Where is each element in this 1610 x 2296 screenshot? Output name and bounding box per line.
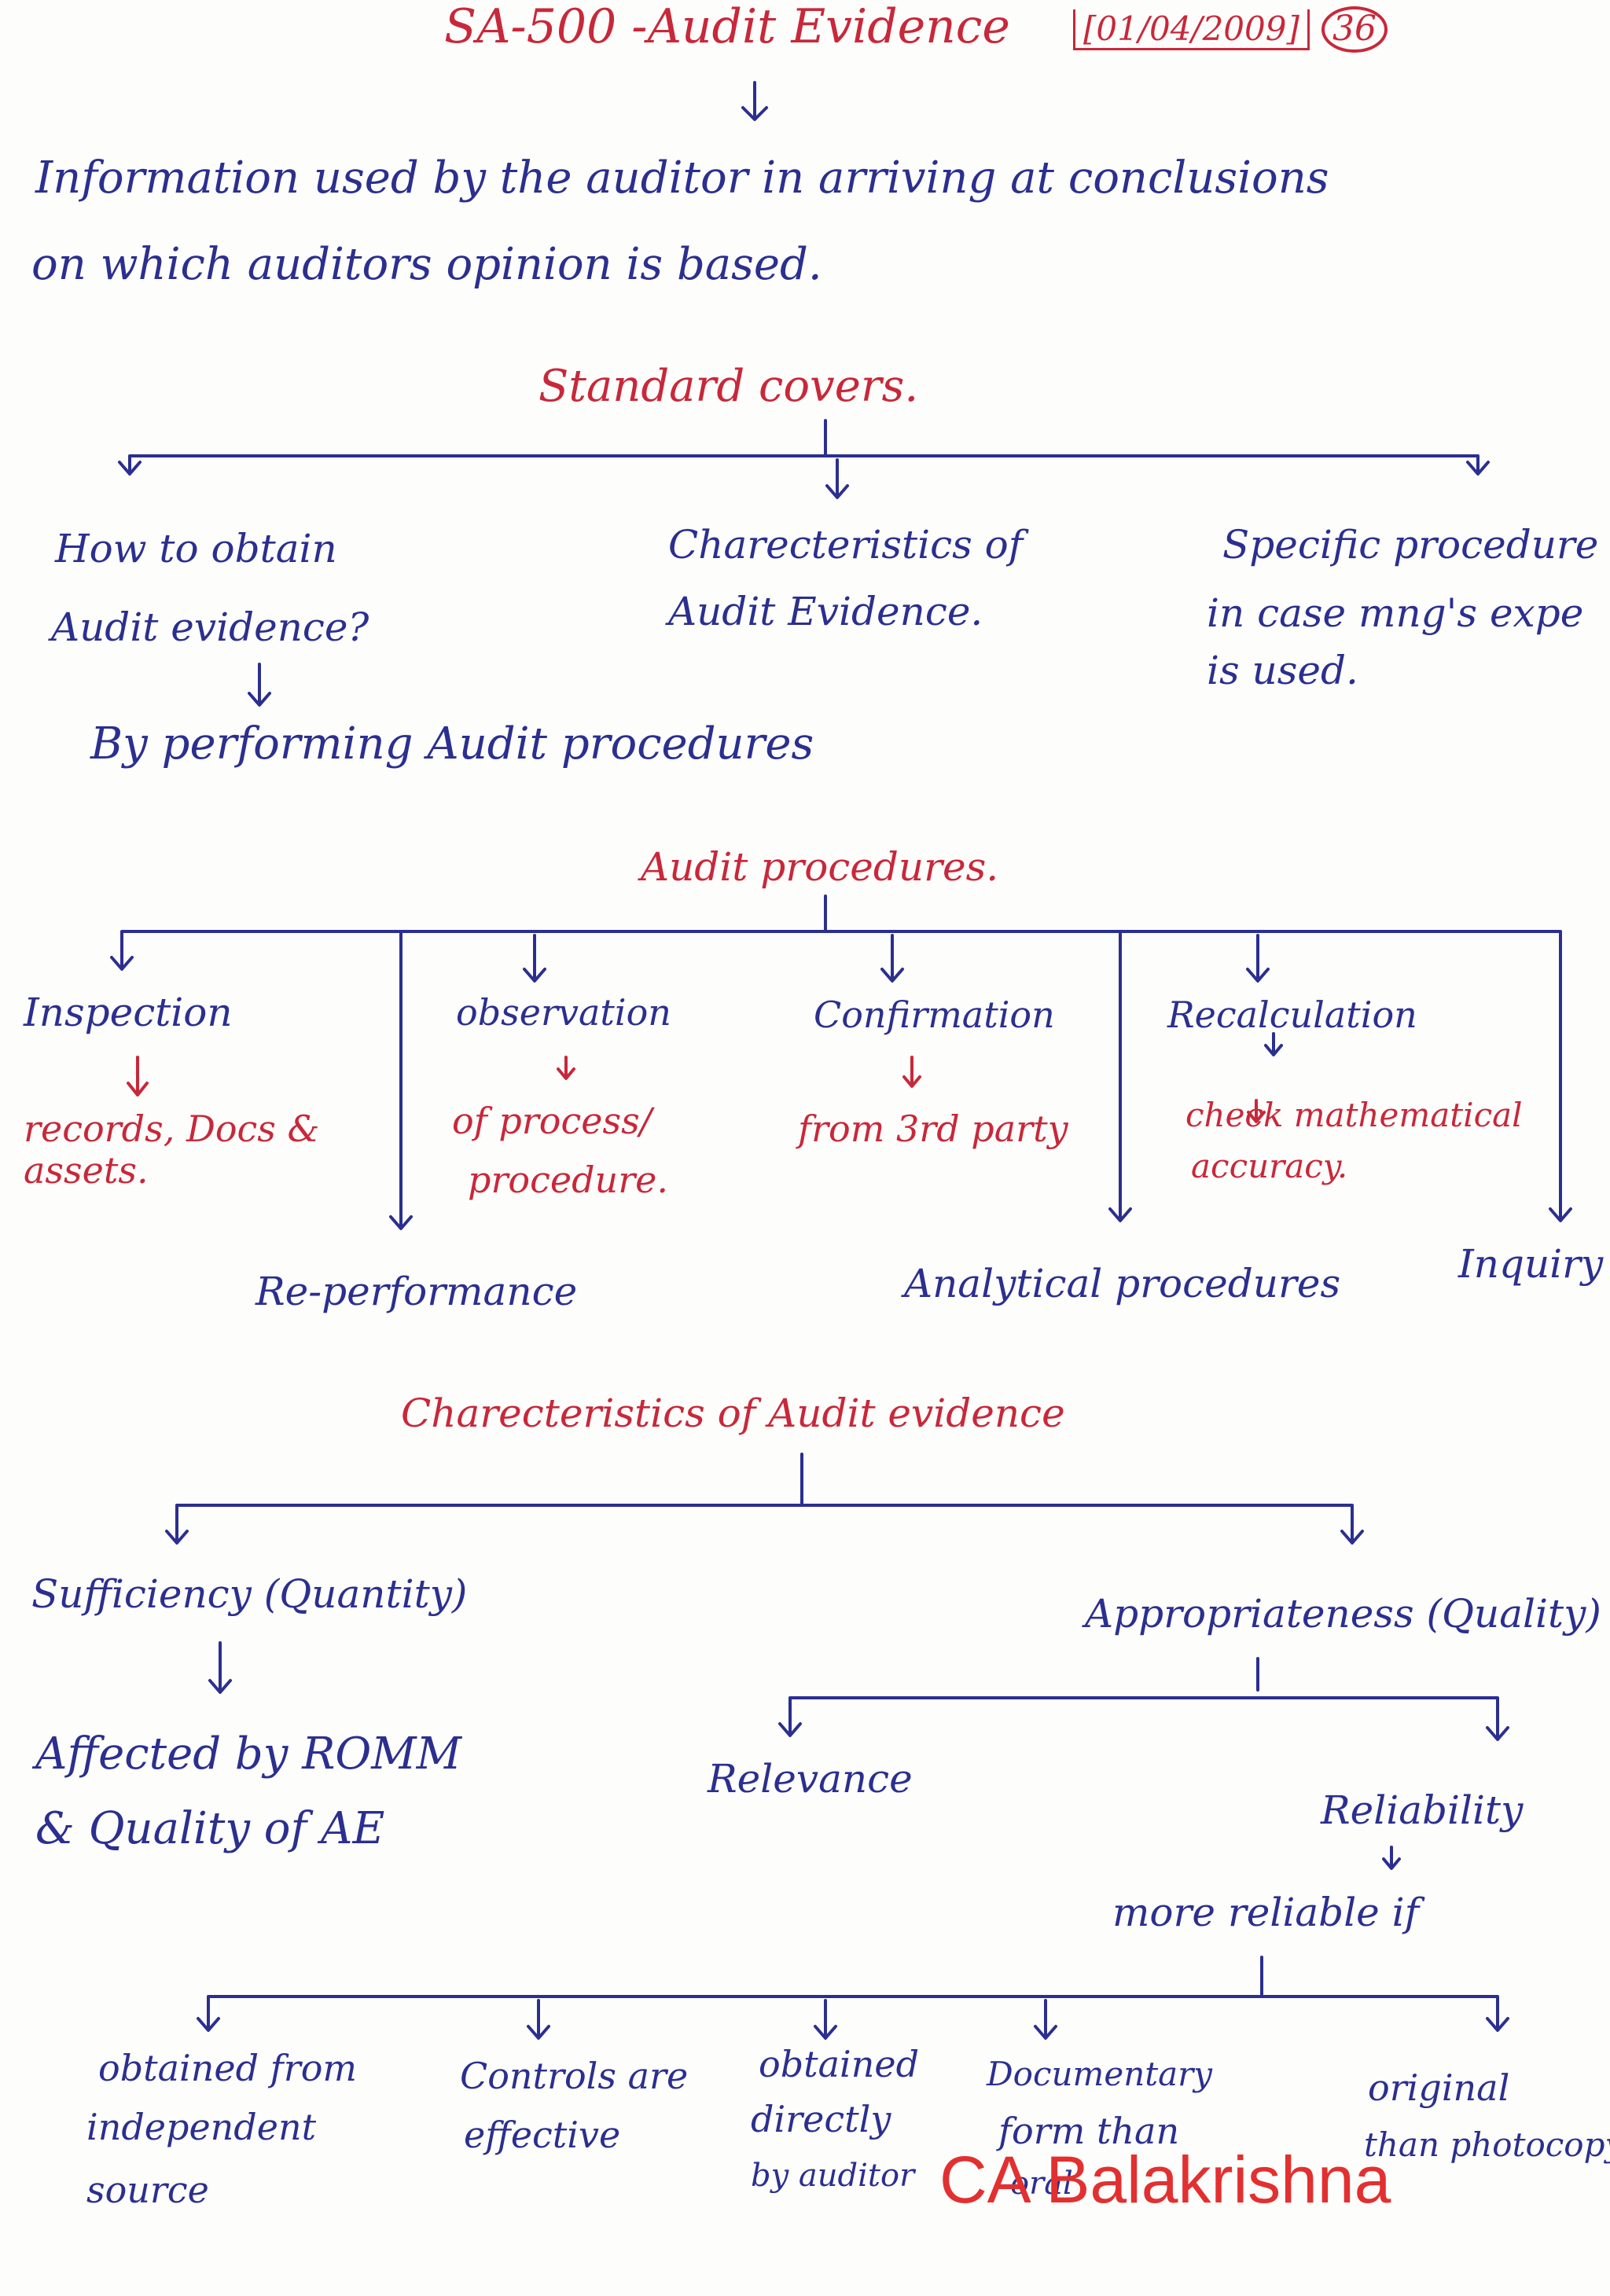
condition-5-line-2: than photocopy	[1364, 2125, 1610, 2164]
watermark: CA Balakrishna	[939, 2143, 1391, 2217]
branch-characteristics-2: Audit Evidence.	[668, 589, 983, 634]
procedure-recalculation: Recalculation	[1167, 994, 1417, 1036]
branch-characteristics-1: Charecteristics of	[668, 522, 1024, 568]
recalculation-detail-1: check mathematical	[1185, 1096, 1523, 1134]
sufficiency-detail-1: Affected by ROMM	[35, 1728, 461, 1780]
condition-3-line-3: by auditor	[751, 2158, 915, 2194]
audit-procedures-heading: Audit procedures.	[641, 844, 999, 890]
procedure-inquiry: Inquiry	[1458, 1241, 1604, 1287]
reliability-label: Reliability	[1321, 1787, 1524, 1833]
condition-2-line-1: Controls are	[460, 2055, 689, 2097]
branch-specific-procedure-1: Specific procedure	[1222, 522, 1599, 568]
condition-4-line-1: Documentary	[987, 2055, 1212, 2093]
condition-1-line-1: obtained from	[98, 2047, 358, 2089]
how-to-obtain-answer: By performing Audit procedures	[90, 718, 814, 770]
branch-specific-procedure-3: is used.	[1207, 648, 1358, 693]
observation-detail-1: of process/	[452, 1100, 652, 1142]
condition-2-line-2: effective	[464, 2114, 621, 2156]
relevance-label: Relevance	[708, 1756, 913, 1802]
condition-4-line-2: form than	[998, 2110, 1180, 2152]
procedure-reperformance: Re-performance	[255, 1269, 578, 1314]
observation-detail-2: procedure.	[468, 1159, 669, 1201]
page-title: SA-500 -Audit Evidence	[444, 0, 1010, 54]
branch-specific-procedure-2: in case mng's expe	[1207, 590, 1584, 636]
sufficiency-label: Sufficiency (Quantity)	[31, 1571, 468, 1617]
definition-line-2: on which auditors opinion is based.	[31, 239, 822, 290]
condition-1-line-2: independent	[86, 2106, 317, 2148]
condition-4-line-3: oral	[1010, 2166, 1073, 2202]
condition-3-line-1: obtained	[759, 2043, 920, 2085]
procedure-observation: observation	[456, 991, 671, 1034]
procedure-confirmation: Confirmation	[814, 994, 1055, 1036]
more-reliable-if: more reliable if	[1112, 1890, 1420, 1935]
condition-3-line-2: directly	[751, 2098, 891, 2140]
procedure-inspection: Inspection	[24, 990, 233, 1035]
inspection-detail: records, Docs & assets.	[24, 1108, 320, 1192]
branch-how-to-obtain-2: Audit evidence?	[51, 604, 369, 650]
page-number: 36	[1321, 6, 1388, 53]
condition-1-line-3: source	[86, 2169, 209, 2211]
definition-line-1: Information used by the auditor in arriv…	[35, 152, 1329, 204]
standard-covers-heading: Standard covers.	[539, 361, 919, 412]
date-stamp: [01/04/2009] 36	[1073, 6, 1388, 53]
title-text: SA-500 -Audit Evidence	[444, 0, 1010, 54]
procedure-analytical: Analytical procedures	[904, 1261, 1341, 1306]
appropriateness-label: Appropriateness (Quality)	[1085, 1591, 1601, 1637]
recalculation-detail-2: accuracy.	[1191, 1147, 1348, 1185]
sufficiency-detail-2: & Quality of AE	[35, 1803, 385, 1854]
date-text: [01/04/2009]	[1073, 9, 1310, 50]
characteristics-heading: Charecteristics of Audit evidence	[401, 1390, 1065, 1436]
branch-how-to-obtain-1: How to obtain	[55, 526, 337, 571]
condition-5-line-1: original	[1368, 2066, 1510, 2109]
confirmation-detail: from 3rd party	[798, 1108, 1068, 1150]
